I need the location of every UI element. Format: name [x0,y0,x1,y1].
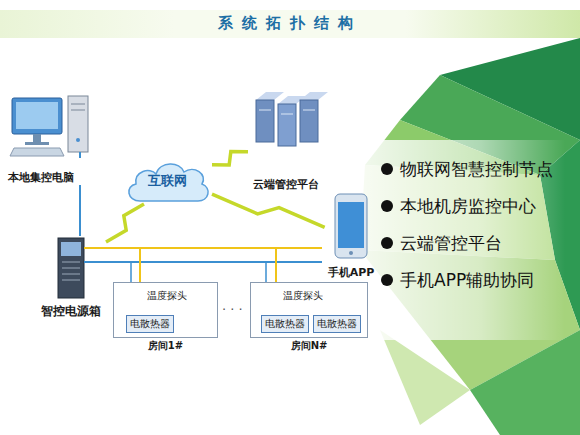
cloud-label: 互联网 [148,172,187,190]
bullet-dot [381,274,393,286]
title-text: 系统拓扑结构 [0,14,580,33]
computer-icon [10,96,88,158]
room-box: 温度探头房间1#电散热器 [113,282,218,338]
phone-icon [335,194,367,258]
wireless-link [106,204,144,242]
node-label: 手机APP [328,266,375,280]
wireless-link [212,152,248,165]
heater-box: 电散热器 [261,315,309,333]
wireless-link [212,194,325,227]
heater-label: 电散热器 [317,318,357,330]
room-label: 房间1# [104,340,227,352]
heater-box: 电散热器 [313,315,361,333]
heater-label: 电散热器 [265,318,305,330]
wire [106,248,276,282]
cloud-platform-node: 云端管控平台 [248,84,324,192]
room-box: 温度探头房间N#电散热器电散热器 [250,282,368,338]
ellipsis: · · · [222,302,243,317]
internet-cloud: 互联网 [122,158,212,204]
wire [106,248,140,282]
bullet-item: 云端管控平台 [380,232,502,254]
heater-box: 电散热器 [126,315,174,333]
phone-node: 手机APP [325,190,378,280]
power-cabinet-node: 智控电源箱 [36,236,106,318]
bullet-item: 手机APP辅助协同 [380,269,534,291]
computer-node: 本地集控电脑 [4,92,90,185]
room-label: 房间N# [241,340,377,352]
bullet-dot [381,200,393,212]
green-facets [355,38,580,435]
probe-label: 温度探头 [283,290,323,302]
heater-label: 电散热器 [130,318,170,330]
bullet-dot [381,163,393,175]
probe-label: 温度探头 [147,290,187,302]
bullet-item: 本地机房监控中心 [380,195,536,217]
wire [79,185,81,236]
bullet-dot [381,237,393,249]
node-label: 云端管控平台 [253,178,319,192]
power-cabinet-icon [58,238,84,298]
node-label: 智控电源箱 [41,304,101,318]
server-icon [256,92,328,146]
bullet-item: 物联网智慧控制节点 [380,158,553,180]
node-label: 本地集控电脑 [8,171,74,185]
